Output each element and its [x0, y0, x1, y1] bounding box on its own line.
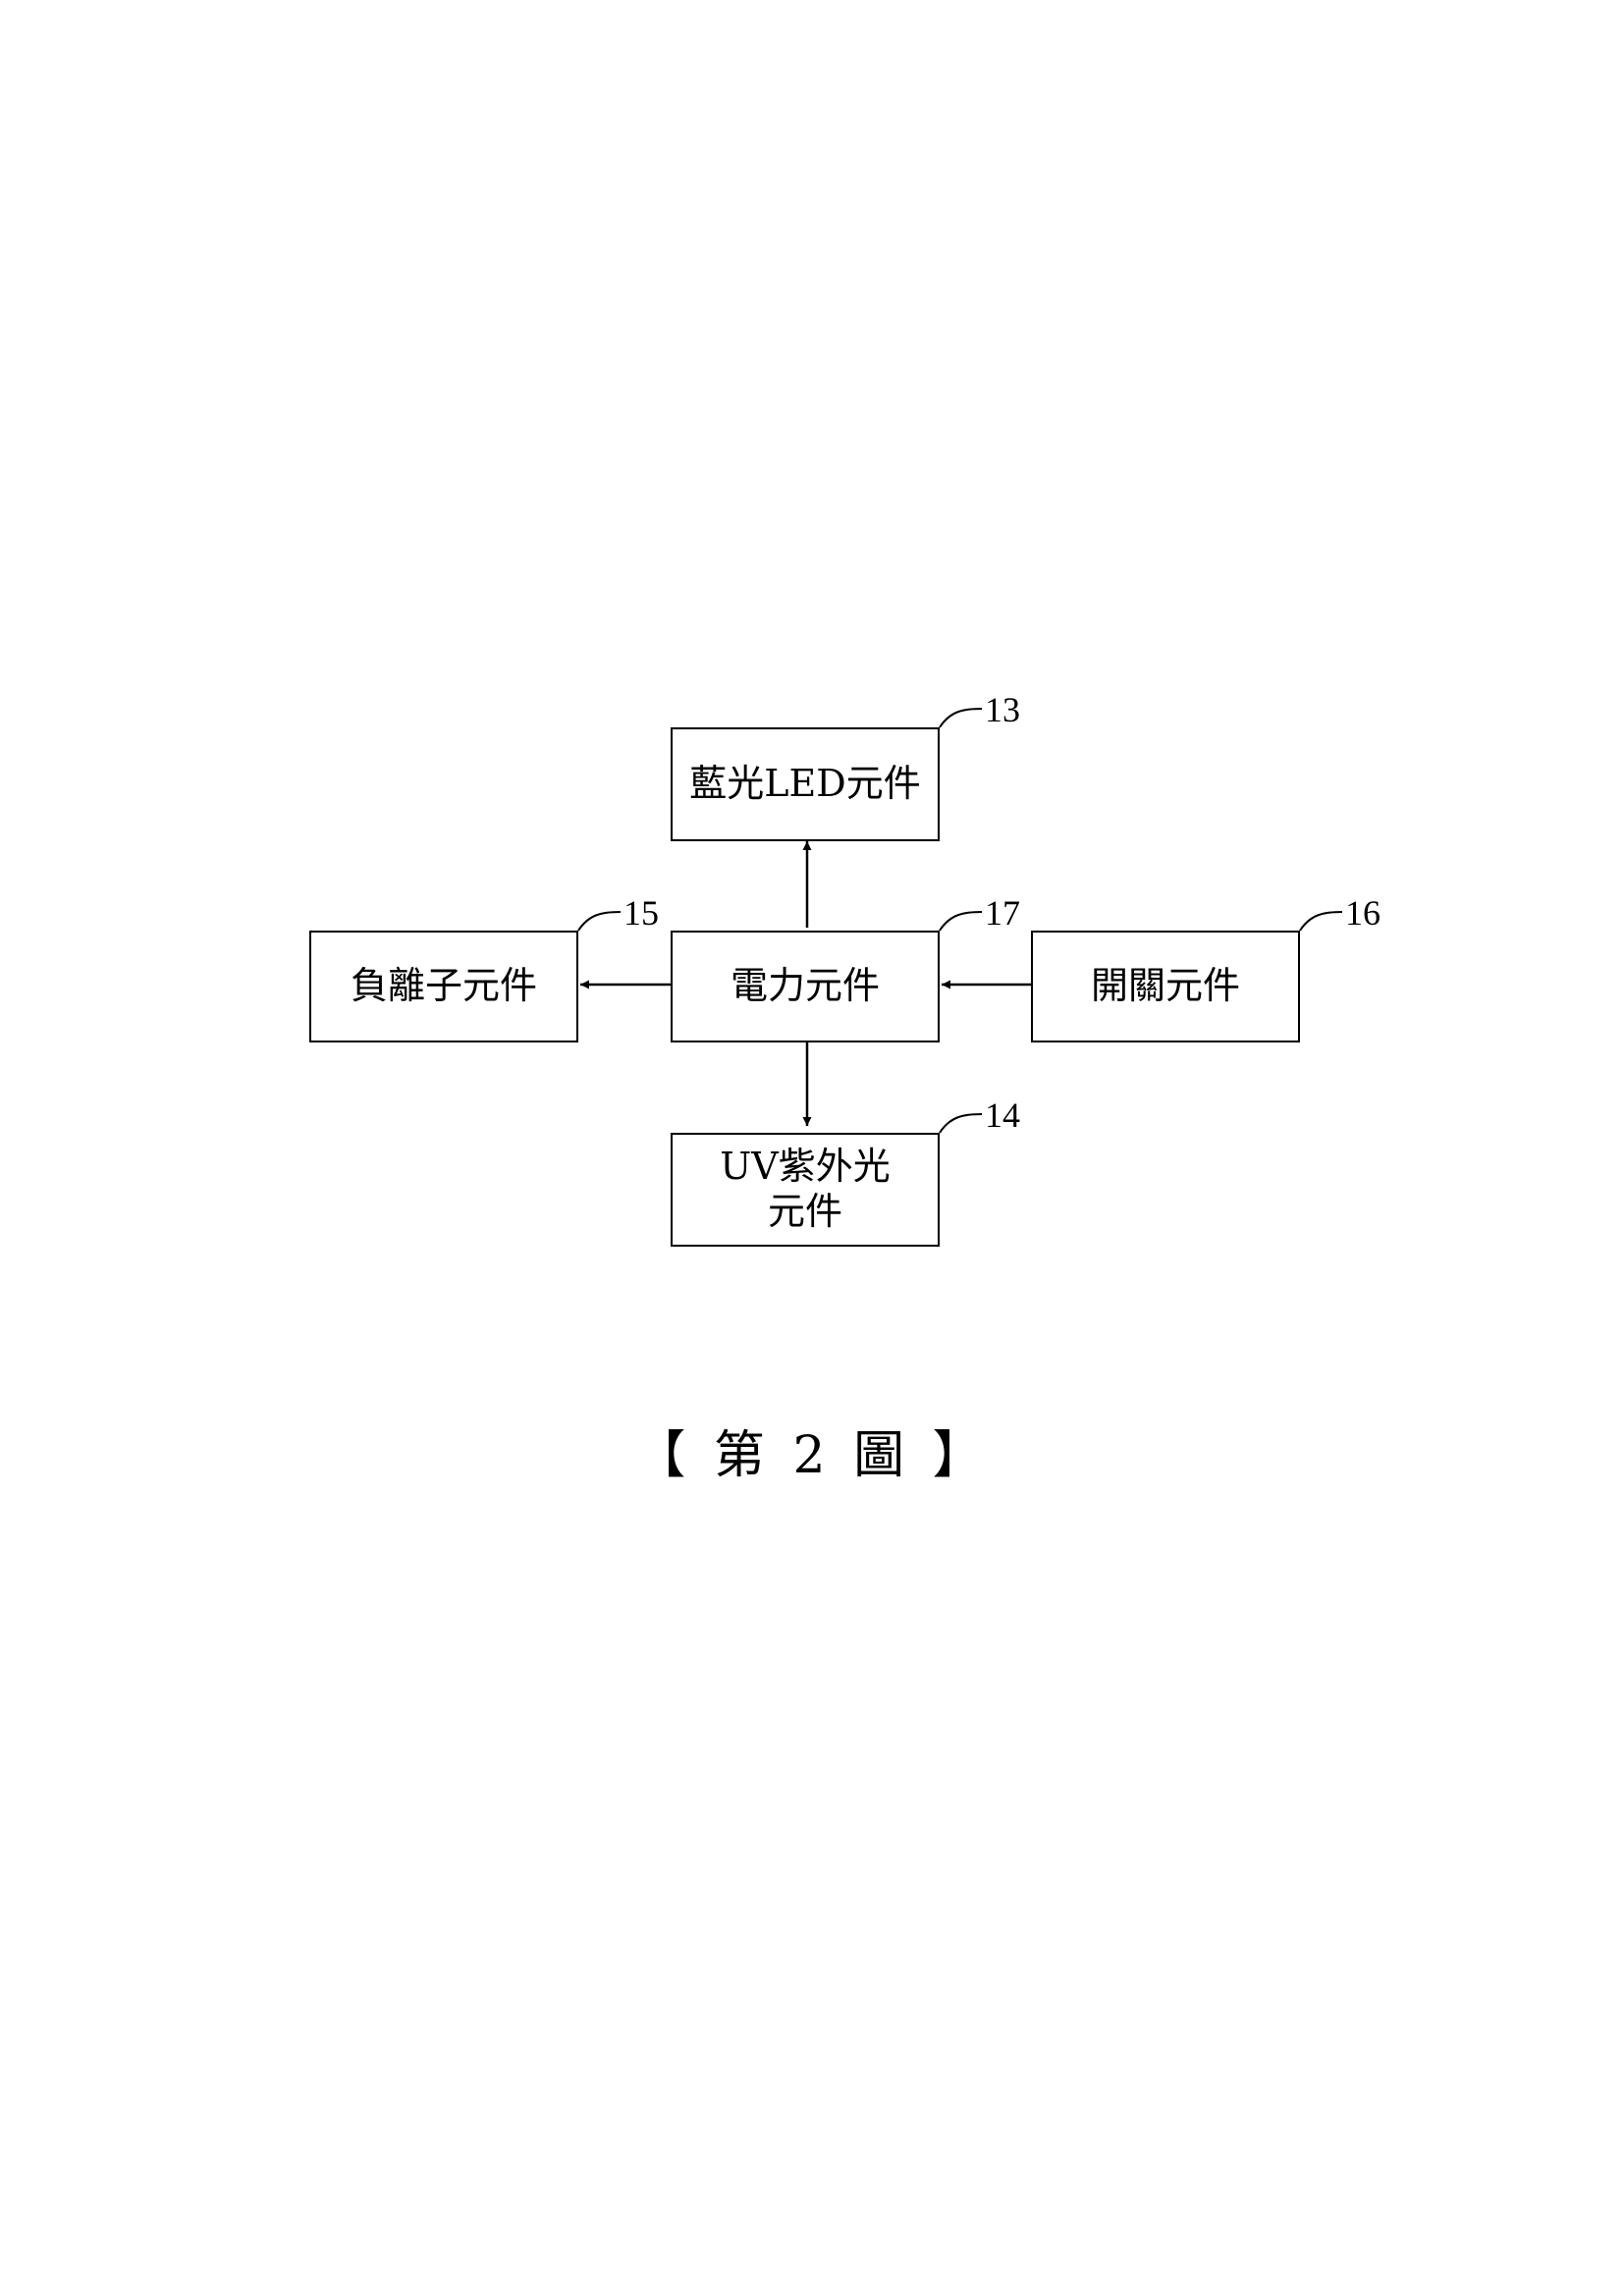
negative-ion-label: 負離子元件: [350, 964, 537, 1008]
ref-number-14: 14: [985, 1095, 1020, 1135]
leader-line-17: [939, 911, 983, 932]
ref-number-17: 17: [985, 893, 1020, 933]
uv-label: UV紫外光 元件: [720, 1145, 891, 1233]
leader-line-16: [1299, 911, 1343, 932]
power-block: 電力元件: [671, 931, 940, 1042]
switch-block: 開關元件: [1031, 931, 1300, 1042]
power-label: 電力元件: [730, 964, 880, 1008]
negative-ion-block: 負離子元件: [309, 931, 578, 1042]
blue-led-label: 藍光LED元件: [689, 762, 921, 806]
leader-line-14: [939, 1113, 983, 1134]
blue-led-block: 藍光LED元件: [671, 727, 940, 841]
figure-caption: 【 第 2 圖 】: [634, 1426, 990, 1485]
ref-number-15: 15: [623, 893, 659, 933]
leader-line-13: [939, 708, 983, 728]
leader-line-15: [577, 911, 622, 932]
uv-block: UV紫外光 元件: [671, 1133, 940, 1247]
ref-number-16: 16: [1345, 893, 1380, 933]
switch-label: 開關元件: [1090, 964, 1240, 1008]
ref-number-13: 13: [985, 690, 1020, 729]
